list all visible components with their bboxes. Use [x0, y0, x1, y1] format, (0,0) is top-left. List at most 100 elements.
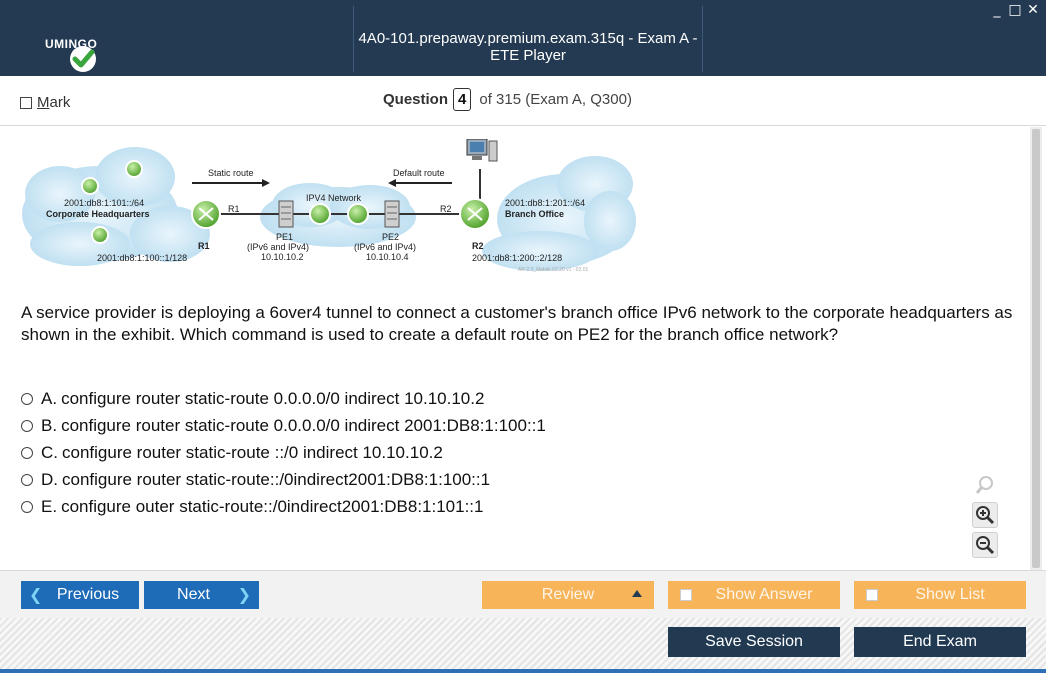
title-separator: [702, 6, 703, 72]
static-route-label: Static route: [208, 168, 254, 178]
magnifier-icon[interactable]: [972, 472, 998, 498]
pe2-router-icon: [384, 200, 400, 228]
r1-label: R1: [198, 241, 210, 251]
question-count: of 315 (Exam A, Q300): [479, 91, 632, 108]
zoom-controls: [972, 472, 1002, 562]
answer-text[interactable]: configure router static-route::/0indirec…: [62, 469, 491, 489]
answer-letter: C.: [41, 442, 58, 462]
answer-radio[interactable]: [21, 392, 33, 405]
next-button[interactable]: Next ❯: [144, 581, 259, 609]
pe2-sub-label: (IPv6 and IPv4): [354, 242, 416, 252]
show-answer-label: Show Answer: [715, 586, 813, 603]
answer-text[interactable]: configure router static-route 0.0.0.0/0 …: [61, 415, 546, 435]
show-answer-checkbox[interactable]: [680, 589, 692, 601]
branch-prefix-label: 2001:db8:1:201::/64: [505, 198, 585, 208]
zoom-out-icon[interactable]: [972, 532, 998, 558]
router-icon: [81, 177, 99, 195]
maximize-icon[interactable]: □: [1008, 2, 1022, 18]
r1-link-label: R1: [228, 204, 240, 214]
r2-label: R2: [472, 241, 484, 251]
answer-option-a[interactable]: A. configure router static-route 0.0.0.0…: [21, 385, 546, 412]
network-exhibit: Static route Default route IPV4 Network …: [22, 139, 636, 273]
exhibit-watermark: AR 2.3_Mobile 02.20 v1 - 02.01: [518, 267, 589, 273]
end-exam-button[interactable]: End Exam: [854, 627, 1026, 657]
window-title: 4A0-101.prepaway.premium.exam.315q - Exa…: [358, 30, 698, 64]
zoom-in-icon[interactable]: [972, 502, 998, 528]
answer-option-e[interactable]: E. configure outer static-route::/0indir…: [21, 493, 546, 520]
mark-label[interactable]: Mark: [37, 94, 71, 111]
answer-text[interactable]: configure router static-route 0.0.0.0/0 …: [61, 388, 485, 408]
vertical-scrollbar[interactable]: [1030, 127, 1042, 570]
answer-letter: B.: [41, 415, 58, 435]
router-icon: [347, 203, 369, 225]
router-icon: [91, 226, 109, 244]
pe2-label: PE2: [382, 232, 399, 242]
question-header: Mark Question 4 of 315 (Exam A, Q300): [0, 76, 1046, 126]
save-session-button[interactable]: Save Session: [668, 627, 840, 657]
router-icon: [309, 203, 331, 225]
checkmark-logo-icon: [70, 46, 96, 72]
question-number-input[interactable]: 4: [453, 88, 472, 111]
hq-site-label: Corporate Headquarters: [46, 209, 150, 219]
scrollbar-thumb[interactable]: [1032, 129, 1040, 568]
chevron-left-icon: ❮: [29, 585, 43, 604]
answer-option-b[interactable]: B. configure router static-route 0.0.0.0…: [21, 412, 546, 439]
review-label: Review: [541, 586, 595, 603]
question-text: A service provider is deploying a 6over4…: [21, 303, 1013, 344]
mark-checkbox-box[interactable]: [20, 96, 32, 109]
hq-cloud: [22, 147, 210, 266]
default-route-label: Default route: [393, 168, 445, 178]
answer-radio[interactable]: [21, 419, 33, 432]
r2-address-label: 2001:db8:1:200::2/128: [472, 253, 562, 263]
show-list-label: Show List: [915, 586, 985, 603]
ipv4-network-label: IPV4 Network: [306, 193, 362, 203]
answer-radio[interactable]: [21, 473, 33, 486]
answer-letter: E.: [41, 496, 58, 516]
show-answer-button[interactable]: Show Answer: [668, 581, 840, 609]
answer-text[interactable]: configure router static-route ::/0 indir…: [62, 442, 443, 462]
r2-link-label: R2: [440, 204, 452, 214]
answer-text[interactable]: configure outer static-route::/0indirect…: [61, 496, 484, 516]
answer-letter: D.: [41, 469, 58, 489]
bottom-accent-line: [0, 669, 1046, 673]
pe1-sub-label: (IPv6 and IPv4): [247, 242, 309, 252]
hq-prefix-label: 2001:db8:1:101::/64: [64, 198, 144, 208]
r1-address-label: 2001:db8:1:100::1/128: [97, 253, 187, 263]
chevron-right-icon: ❯: [237, 585, 251, 604]
answer-radio[interactable]: [21, 500, 33, 513]
pe1-label: PE1: [276, 232, 293, 242]
answer-radio[interactable]: [21, 446, 33, 459]
save-session-label: Save Session: [705, 633, 803, 650]
footer: Save Session End Exam: [0, 618, 1046, 673]
window-controls: _ □ ✕: [990, 3, 1040, 17]
computer-icon: [466, 139, 498, 162]
review-button[interactable]: Review: [482, 581, 654, 609]
question-content: Static route Default route IPV4 Network …: [6, 127, 1028, 570]
pe1-ip-label: 10.10.10.2: [261, 252, 304, 262]
answer-list: A. configure router static-route 0.0.0.0…: [21, 385, 546, 520]
show-list-checkbox[interactable]: [866, 589, 878, 601]
question-indicator: Question 4 of 315 (Exam A, Q300): [383, 88, 632, 111]
previous-label: Previous: [56, 586, 120, 603]
previous-button[interactable]: ❮ Previous: [21, 581, 139, 609]
question-word: Question: [383, 91, 449, 108]
pe1-router-icon: [278, 200, 294, 228]
end-exam-label: End Exam: [903, 633, 977, 650]
answer-option-c[interactable]: C. configure router static-route ::/0 in…: [21, 439, 546, 466]
title-bar: UMINGO 4A0-101.prepaway.premium.exam.315…: [0, 0, 1046, 76]
caret-up-icon: [632, 590, 642, 597]
mark-checkbox[interactable]: Mark: [20, 94, 70, 111]
show-list-button[interactable]: Show List: [854, 581, 1026, 609]
answer-letter: A.: [41, 388, 58, 408]
branch-cloud: [482, 156, 636, 271]
next-label: Next: [177, 586, 210, 603]
title-separator: [353, 6, 354, 72]
answer-option-d[interactable]: D. configure router static-route::/0indi…: [21, 466, 546, 493]
router-icon: [125, 160, 143, 178]
branch-site-label: Branch Office: [505, 209, 564, 219]
close-icon[interactable]: ✕: [1027, 2, 1039, 18]
pe2-ip-label: 10.10.10.4: [366, 252, 409, 262]
app-logo: UMINGO: [45, 26, 97, 72]
minimize-icon[interactable]: _: [993, 2, 1001, 18]
navigation-bar: ❮ Previous Next ❯ Review Show Answer Sho…: [0, 570, 1046, 618]
